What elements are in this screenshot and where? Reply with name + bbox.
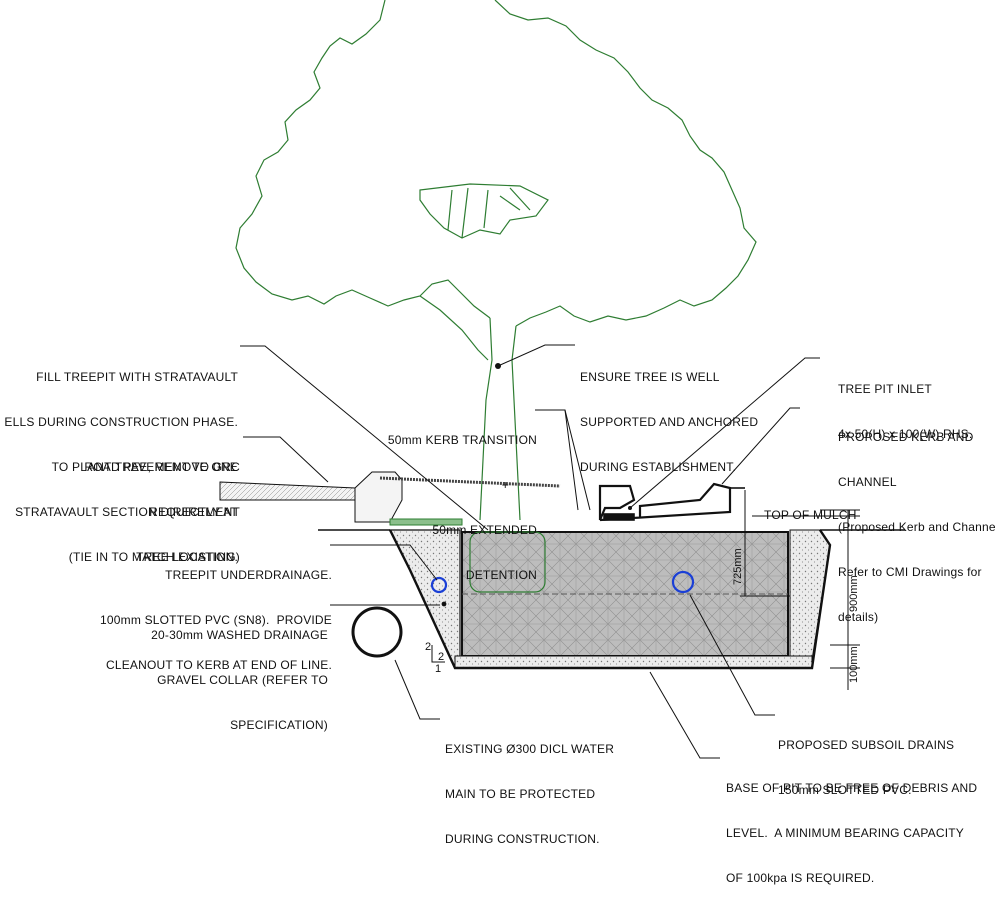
note-line: TREE LOCATION. bbox=[136, 550, 238, 564]
note-line: DURING CONSTRUCTION. bbox=[445, 832, 600, 846]
note-line: 150mm SLOTTED PVC. bbox=[778, 783, 912, 797]
tree-branch-left bbox=[419, 295, 489, 361]
tree-pit-section-drawing: 725mm 900mm 100mm 2 1 2 bbox=[219, 0, 905, 759]
tree-canopy bbox=[235, 0, 491, 319]
note-base-of-pit: BASE OF PIT TO BE FREE OF DEBRIS AND LEV… bbox=[726, 751, 977, 901]
right-gravel bbox=[789, 529, 831, 661]
note-line: OF 100kpa IS REQUIRED. bbox=[726, 871, 875, 885]
note-line: PROPOSED SUBSOIL DRAINS bbox=[778, 738, 955, 752]
note-line: ROAD PAVEMENT TO GRC bbox=[84, 460, 240, 474]
slope-b: 1 bbox=[435, 663, 441, 675]
note-road-pavement: ROAD PAVEMENT TO GRC REQUIREMENT (TIE IN… bbox=[20, 430, 240, 580]
note-line: 4x 50(H) x 100(W) RHS. bbox=[838, 427, 973, 441]
note-line: DETENTION bbox=[465, 568, 537, 582]
note-ensure-tree: ENSURE TREE IS WELL SUPPORTED AND ANCHOR… bbox=[580, 340, 758, 490]
note-line: SUPPORTED AND ANCHORED bbox=[580, 415, 759, 429]
slope-a: 2 bbox=[425, 641, 431, 653]
note-line: EXISTING Ø300 DICL WATER bbox=[445, 742, 615, 756]
subsoil-drain-pipe bbox=[671, 570, 695, 594]
note-line: DURING ESTABLISHMENT. bbox=[580, 460, 736, 474]
note-line: MAIN TO BE PROTECTED bbox=[445, 787, 596, 801]
note-line: ENSURE TREE IS WELL bbox=[580, 370, 720, 384]
note-gravel-collar: 20-30mm WASHED DRAINAGE GRAVEL COLLAR (R… bbox=[100, 598, 328, 748]
note-line: TO PLANT TREE, REMOVE ONE bbox=[51, 460, 238, 474]
note-line: (TIE IN TO MATCH EXISTING) bbox=[68, 550, 240, 564]
note-line: (Proposed Kerb and Channe bbox=[838, 520, 996, 534]
pit-outline bbox=[388, 529, 832, 670]
note-line: SPECIFICATION) bbox=[230, 718, 328, 732]
dim-900: 900mm bbox=[848, 575, 860, 612]
note-line: GRAVEL COLLAR (REFER TO bbox=[157, 673, 328, 687]
note-line: TREE PIT INLET bbox=[838, 382, 932, 396]
road-pavement bbox=[219, 471, 561, 523]
note-subsoil-drains: PROPOSED SUBSOIL DRAINS 150mm SLOTTED PV… bbox=[778, 708, 954, 813]
mulch-layer bbox=[389, 518, 463, 526]
note-fill-treepit: FILL TREEPIT WITH STRATAVAULT ELLS DURIN… bbox=[0, 340, 238, 580]
note-line: TREEPIT UNDERDRAINAGE. bbox=[165, 568, 332, 582]
gravel-marker bbox=[441, 601, 447, 607]
underdrain-pipe bbox=[430, 576, 448, 594]
note-water-main: EXISTING Ø300 DICL WATER MAIN TO BE PROT… bbox=[445, 712, 614, 862]
note-line: 100mm SLOTTED PVC (SN8). PROVIDE bbox=[100, 613, 332, 627]
kerb-and-channel bbox=[598, 482, 745, 522]
tree-opening bbox=[469, 531, 546, 593]
leader-dots bbox=[495, 363, 632, 510]
note-line: Refer to CMI Drawings for bbox=[838, 565, 982, 579]
base-gravel bbox=[454, 655, 813, 669]
dimension-lines bbox=[431, 490, 860, 690]
dim-725: 725mm bbox=[732, 548, 744, 585]
leader-lines bbox=[240, 344, 820, 759]
tree-trunk bbox=[479, 317, 521, 521]
note-line: CLEANOUT TO KERB AT END OF LINE. bbox=[105, 658, 332, 672]
water-main-pipe bbox=[351, 606, 403, 658]
dim-100: 100mm bbox=[848, 646, 860, 683]
note-line: CHANNEL bbox=[838, 475, 897, 489]
tree-canopy-right bbox=[494, 0, 757, 327]
note-line: ELLS DURING CONSTRUCTION PHASE. bbox=[4, 415, 238, 429]
tree-pit-excavation bbox=[388, 518, 832, 670]
note-line: STRATAVAULT SECTION DIRECTLY AT bbox=[15, 505, 238, 519]
note-line: BASE OF PIT TO BE FREE OF DEBRIS AND bbox=[726, 781, 978, 795]
note-line: REQUIREMENT bbox=[149, 505, 240, 519]
note-line: LEVEL. A MINIMUM BEARING CAPACITY bbox=[726, 826, 964, 840]
note-line: + bbox=[501, 478, 509, 492]
note-line: 50mm KERB TRANSITION bbox=[387, 433, 537, 447]
note-kerb-channel: PROPOSED KERB AND CHANNEL (Proposed Kerb… bbox=[838, 400, 1000, 640]
note-tree-pit-inlet: TREE PIT INLET 4x 50(H) x 100(W) RHS. bbox=[838, 352, 972, 457]
note-underdrainage: TREEPIT UNDERDRAINAGE. 100mm SLOTTED PVC… bbox=[60, 538, 332, 688]
note-line: 20-30mm WASHED DRAINAGE bbox=[151, 628, 328, 642]
slope-c: 2 bbox=[438, 651, 444, 663]
note-line: PROPOSED KERB AND bbox=[838, 430, 974, 444]
tree-outline bbox=[235, 0, 757, 521]
note-line: 50mm EXTENDED bbox=[432, 523, 537, 537]
note-line: FILL TREEPIT WITH STRATAVAULT bbox=[36, 370, 238, 384]
tree-inner-branches bbox=[419, 183, 549, 239]
note-kerb-transition: 50mm KERB TRANSITION + 50mm EXTENDED DET… bbox=[362, 403, 537, 598]
note-line: details) bbox=[838, 610, 879, 624]
note-top-of-mulch: TOP OF MULCH bbox=[764, 508, 857, 522]
